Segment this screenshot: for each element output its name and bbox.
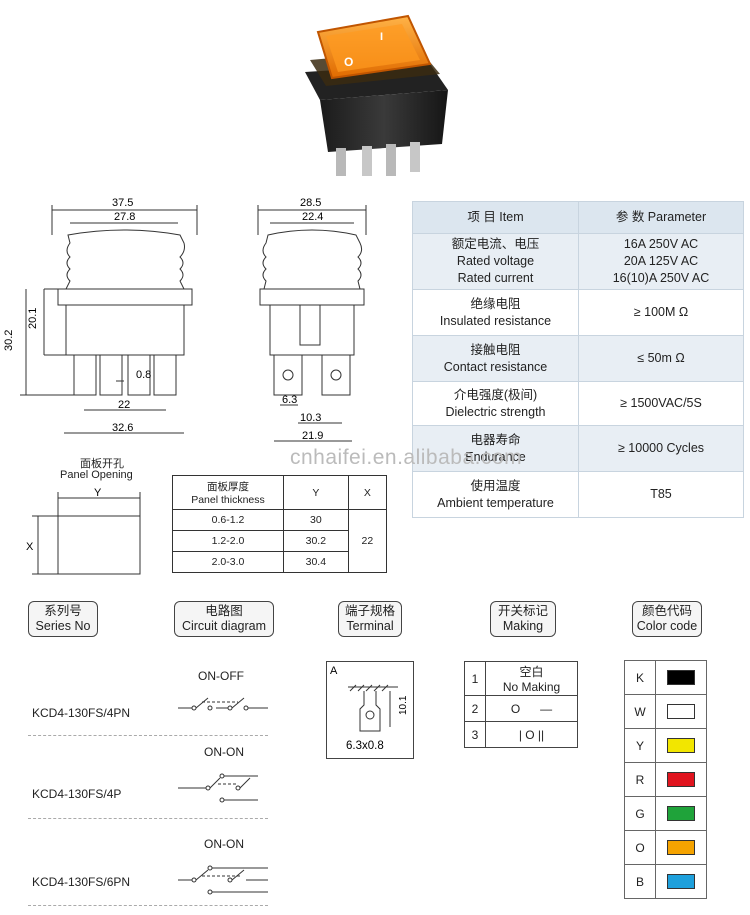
color-code-r: R (624, 762, 656, 797)
front-view-drawing: 37.5 27.8 20.1 30.2 0.8 22 32.6 (3, 197, 198, 434)
series-model-2: KCD4-130FS/4P (32, 787, 122, 801)
terminal-size: 6.3x0.8 (346, 740, 384, 752)
color-swatch-black (667, 670, 695, 686)
making-num-1: 1 (464, 661, 486, 696)
side-dim-10-3: 10.3 (300, 412, 321, 424)
side-dim-22-4: 22.4 (302, 211, 323, 223)
making-symbols-3: | O || (485, 721, 578, 748)
product-photo: I O (305, 14, 448, 176)
making-num-3: 3 (464, 721, 486, 748)
circuit-diagram-3 (178, 865, 268, 895)
front-dim-27-8: 27.8 (114, 211, 135, 223)
color-swatch-blue (667, 874, 695, 890)
series-model-3: KCD4-130FS/6PN (32, 875, 131, 889)
panel-thickness-2: 1.2-2.0 (172, 530, 284, 552)
panel-opening-y: Y (94, 487, 102, 499)
panel-opening-x: X (26, 541, 34, 553)
color-swatch-cell (655, 864, 707, 899)
panel-y-3: 30.4 (283, 551, 349, 573)
series-mode-2: ON-ON (204, 745, 244, 759)
side-dim-21-9: 21.9 (302, 430, 323, 442)
color-code-b: B (624, 864, 656, 899)
series-mode-1: ON-OFF (198, 669, 244, 683)
param-header-parameter: 参 数 Parameter (578, 201, 744, 234)
rocker-symbol-on: I (380, 31, 383, 43)
color-code-o: O (624, 830, 656, 865)
front-dim-32-6: 32.6 (112, 422, 133, 434)
param-value-contact: ≤ 50m Ω (578, 335, 744, 382)
param-value-endurance: ≥ 10000 Cycles (578, 425, 744, 472)
side-dim-6-3: 6.3 (282, 394, 297, 406)
panel-header-x: X (347, 475, 388, 510)
color-swatch-cell (655, 796, 707, 831)
watermark: cnhaifei.en.alibaba.com (290, 446, 523, 469)
color-code-g: G (624, 796, 656, 831)
color-swatch-cell (655, 728, 707, 763)
series-mode-3: ON-ON (204, 837, 244, 851)
series-model-1: KCD4-130FS/4PN (32, 706, 131, 720)
color-code-k: K (624, 660, 656, 695)
param-value-temperature: T85 (578, 471, 744, 518)
front-dim-30-2: 30.2 (3, 330, 15, 351)
panel-opening-drawing: Y X (26, 487, 141, 575)
color-code-table: K W Y R G O B (624, 660, 707, 899)
color-swatch-yellow (667, 738, 695, 754)
color-swatch-cell (655, 694, 707, 729)
panel-header-y: Y (283, 475, 349, 510)
color-swatch-cell (655, 762, 707, 797)
terminal-dim: 10.1 (398, 695, 409, 715)
param-item-dielectric: 介电强度(极间)Dielectric strength (412, 381, 579, 426)
panel-y-2: 30.2 (283, 530, 349, 552)
panel-y-1: 30 (283, 509, 349, 531)
rocker-symbol-off: O (344, 55, 353, 69)
side-dim-28-5: 28.5 (300, 197, 321, 209)
color-swatch-red (667, 772, 695, 788)
param-value-dielectric: ≥ 1500VAC/5S (578, 381, 744, 426)
param-header-item: 项 目 Item (412, 201, 579, 234)
color-code-y: Y (624, 728, 656, 763)
panel-opening-title-en: Panel Opening (60, 469, 133, 481)
panel-thickness-3: 2.0-3.0 (172, 551, 284, 573)
color-swatch-green (667, 806, 695, 822)
circuit-diagram-2 (178, 773, 258, 803)
making-symbols-2: O — (485, 695, 578, 722)
front-dim-20-1: 20.1 (27, 308, 39, 329)
circuit-diagram-1 (178, 697, 268, 711)
making-num-2: 2 (464, 695, 486, 722)
panel-thickness-1: 0.6-1.2 (172, 509, 284, 531)
panel-x-value: 22 (347, 509, 388, 573)
front-dim-0-8: 0.8 (136, 369, 151, 381)
color-swatch-cell (655, 830, 707, 865)
terminal-drawing: A 10.1 6.3x0.8 (326, 661, 414, 759)
terminal-label-a: A (330, 665, 338, 677)
color-swatch-orange (667, 840, 695, 856)
side-view-drawing: 28.5 22.4 6.3 10.3 21.9 (257, 197, 367, 442)
color-swatch-white (667, 704, 695, 720)
front-dim-22: 22 (118, 399, 130, 411)
param-value-insulation: ≥ 100M Ω (578, 289, 744, 336)
color-code-w: W (624, 694, 656, 729)
color-swatch-cell (655, 660, 707, 695)
panel-opening-title-cn: 面板开孔 (80, 458, 124, 470)
front-dim-37-5: 37.5 (112, 197, 133, 209)
